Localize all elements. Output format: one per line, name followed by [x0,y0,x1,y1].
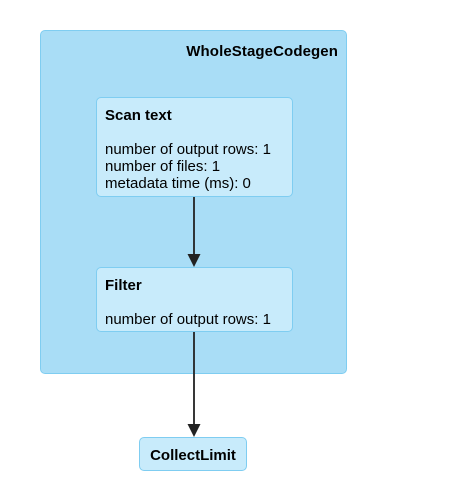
edge-scan-to-filter [187,197,201,267]
node-title: CollectLimit [150,447,236,464]
node-filter[interactable]: Filter number of output rows: 1 [96,267,293,332]
node-metrics: number of output rows: 1 [105,311,271,328]
node-title: Scan text [105,107,172,124]
metric-number-of-files: number of files: 1 [105,158,221,175]
cluster-title: WholeStageCodegen [186,43,338,60]
node-collectlimit[interactable]: CollectLimit [139,437,247,471]
node-scan-text[interactable]: Scan text number of output rows: 1 numbe… [96,97,293,197]
metric-output-rows: number of output rows: 1 [105,311,271,328]
metric-output-rows: number of output rows: 1 [105,141,271,158]
node-title: Filter [105,277,142,294]
arrowhead-icon [187,424,201,437]
node-metrics: number of output rows: 1 number of files… [105,141,271,192]
edge-filter-to-collect [187,332,201,437]
metric-metadata-time: metadata time (ms): 0 [105,175,251,192]
arrowhead-icon [187,254,201,267]
